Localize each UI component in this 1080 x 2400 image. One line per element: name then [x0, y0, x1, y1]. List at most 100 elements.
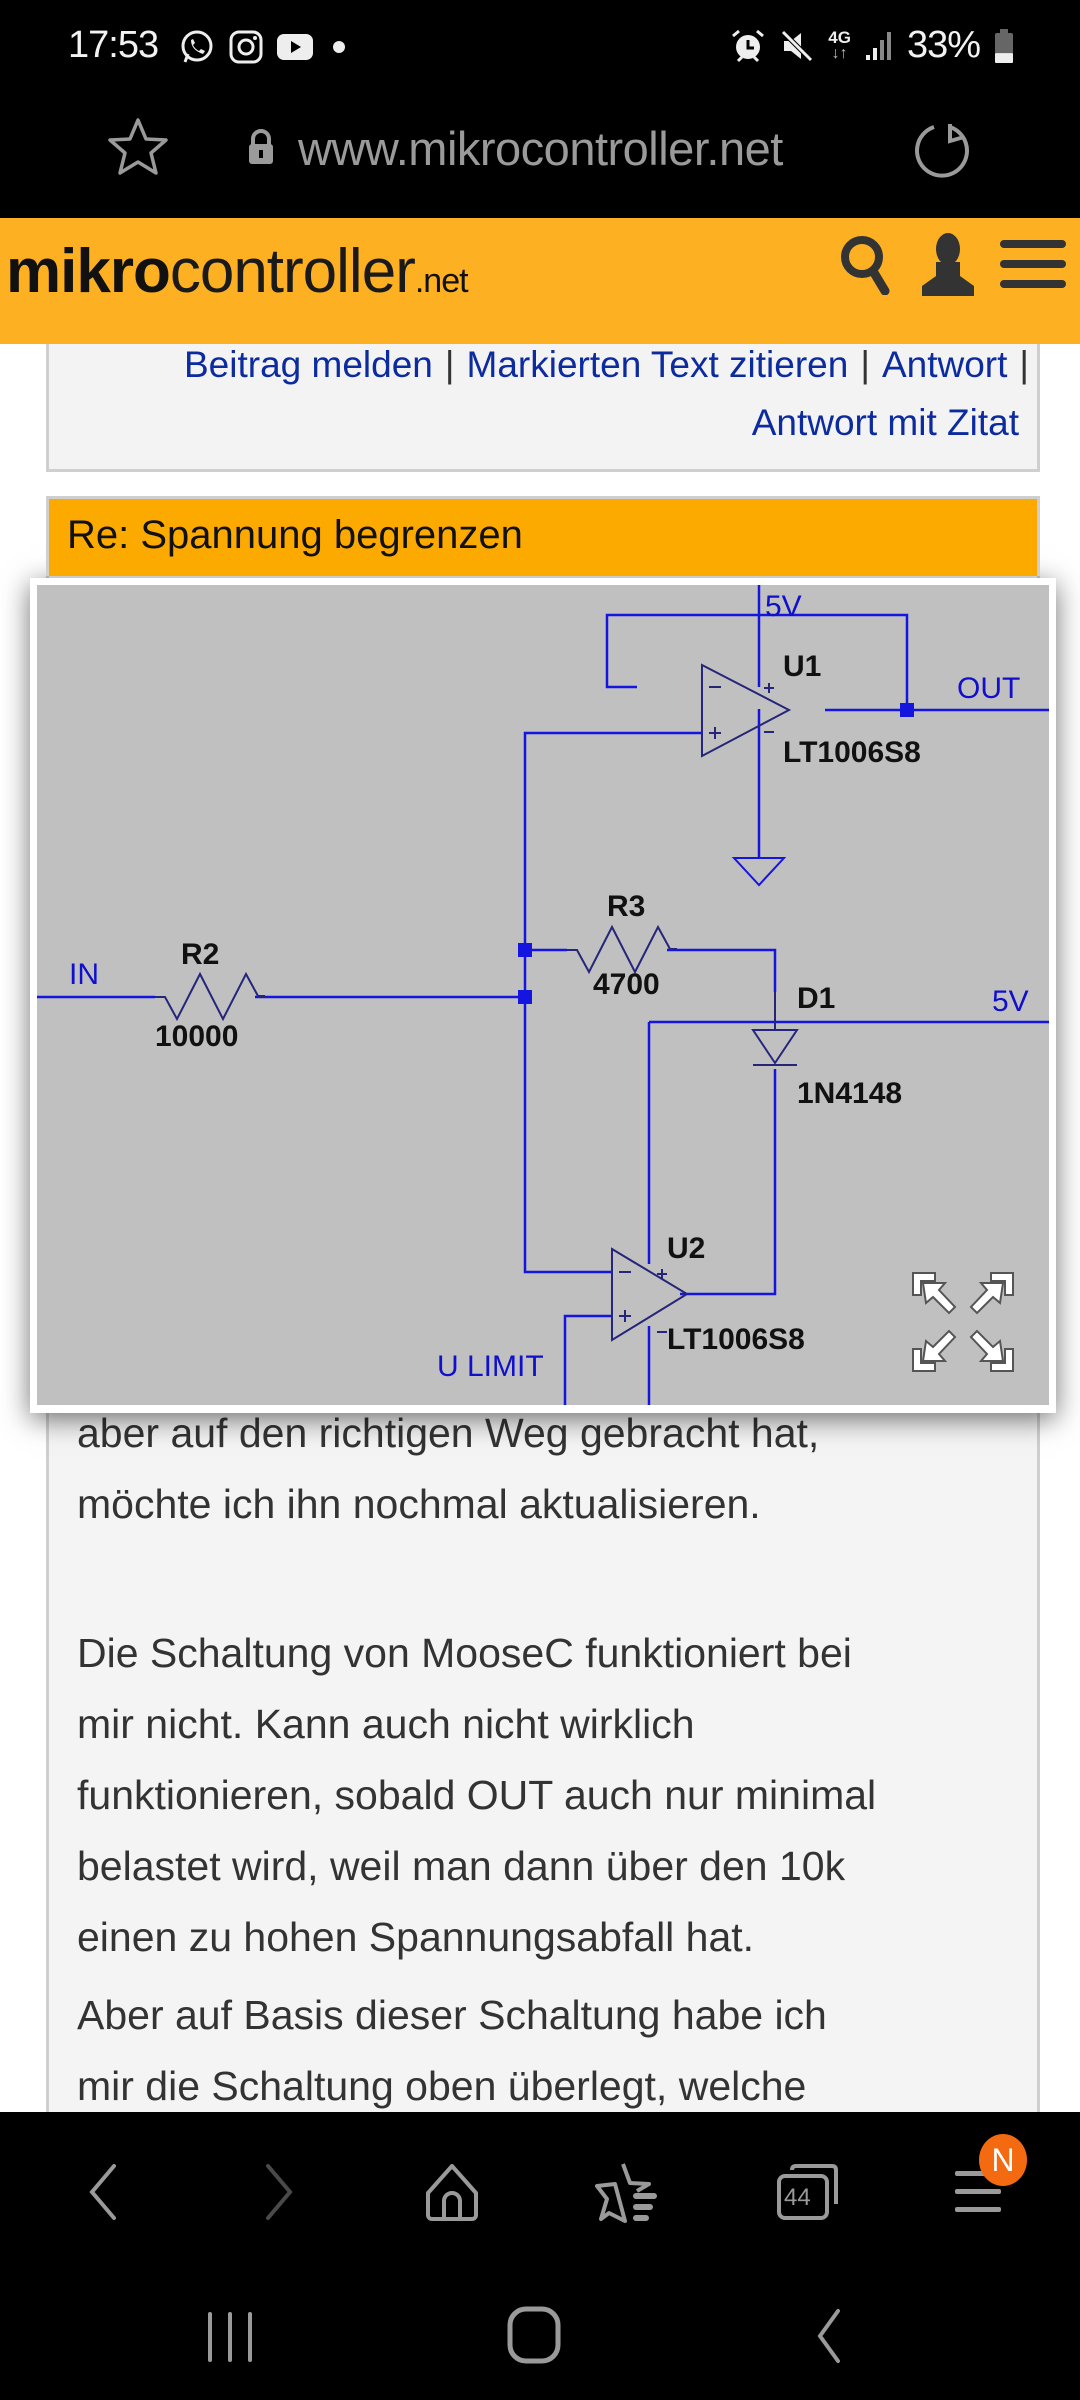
lock-icon: [249, 129, 273, 164]
r2-name: R2: [181, 938, 220, 971]
wire-u1-plus: [523, 731, 702, 950]
wire-u-limit: [563, 1314, 612, 1405]
wire-u1-feedback: [605, 613, 909, 710]
logo-tld: .net: [414, 262, 469, 300]
resistor-r2: [155, 971, 265, 1022]
opamp-u2: [611, 1247, 689, 1342]
header-icons: [838, 232, 1068, 296]
instagram-icon: [229, 30, 263, 64]
whatsapp-icon: [181, 30, 213, 63]
bookmarks-icon: [595, 2163, 657, 2223]
junction-dot: [900, 703, 914, 717]
reload-icon[interactable]: [910, 119, 974, 183]
text-line: mir nicht. Kann auch nicht wirklich: [77, 1701, 695, 1747]
wires: [37, 585, 1049, 1405]
post-actions-box: Beitrag melden | Markierten Text zitieren |…: [46, 344, 1040, 472]
separator: |: [860, 344, 870, 385]
system-nav-bar: [0, 2272, 1080, 2400]
user-icon[interactable]: [920, 232, 976, 296]
browser-toolbar: 44 N: [0, 2112, 1080, 2272]
schematic-image-viewer[interactable]: 5V OUT IN 5V U LIMIT U1 LT1006S8 R2 1000…: [30, 578, 1056, 1413]
tabs-icon: [777, 2164, 838, 2220]
text-line: möchte ich ihn nochmal aktualisieren.: [77, 1481, 761, 1527]
notification-badge: N: [979, 2134, 1027, 2186]
text-line: belastet wird, weil man dann über den 10…: [77, 1843, 846, 1889]
forward-button[interactable]: [240, 2152, 320, 2232]
back-button[interactable]: [62, 2152, 142, 2232]
paragraph-2: Die Schaltung von MooseC funktioniert be…: [77, 1618, 1037, 1973]
net-label-5v-right: 5V: [992, 985, 1029, 1018]
system-home-icon[interactable]: [500, 2306, 568, 2366]
schematic-content: 5V OUT IN 5V U LIMIT U1 LT1006S8 R2 1000…: [37, 585, 1049, 1405]
text-line: Die Schaltung von MooseC funktioniert be…: [77, 1630, 852, 1676]
system-status-icons: 4G ↓↑ 33%: [730, 24, 1014, 67]
text-line: funktionieren, sobald OUT auch nur minim…: [77, 1772, 877, 1818]
u2-name: U2: [667, 1232, 706, 1265]
paragraph-3: Aber auf Basis dieser Schaltung habe ich…: [77, 1980, 1037, 2122]
u1-part: LT1006S8: [783, 736, 921, 769]
r3-value: 4700: [593, 968, 660, 1001]
signal-icon: [865, 31, 891, 60]
net-label-5v-top: 5V: [765, 590, 802, 623]
forward-icon: [266, 2164, 293, 2220]
data-arrows: ↓↑: [831, 44, 848, 62]
tab-count: 44: [784, 2184, 811, 2211]
net-label-u-limit: U LIMIT: [437, 1350, 544, 1383]
reply-link[interactable]: Antwort: [881, 344, 1008, 385]
bookmark-star-icon[interactable]: [106, 117, 170, 177]
schematic-canvas: 5V OUT IN 5V U LIMIT U1 LT1006S8 R2 1000…: [37, 585, 1049, 1405]
tabs-button[interactable]: 44: [768, 2152, 848, 2232]
system-back-icon[interactable]: [808, 2308, 848, 2364]
paragraph-1: aber auf den richtigen Weg gebracht hat,…: [77, 1398, 1037, 1540]
status-bar: 17:53 4G ↓↑ 33%: [0, 0, 1080, 95]
site-header: mikrocontroller.net: [0, 218, 1080, 344]
post-title-bar: Re: Spannung begrenzen: [46, 496, 1040, 576]
search-icon[interactable]: [838, 233, 898, 295]
opamp-u1: [701, 663, 792, 758]
u2-part: LT1006S8: [667, 1323, 805, 1356]
wire-d1-u2out: [680, 1069, 777, 1296]
report-post-link[interactable]: Beitrag melden: [184, 344, 433, 385]
menu-icon[interactable]: [998, 238, 1068, 290]
resistor-r3: [567, 924, 677, 975]
r3-name: R3: [607, 890, 646, 923]
notification-icons: [178, 28, 352, 66]
schematic-drawing: [37, 585, 1049, 1405]
diode-d1: [751, 992, 799, 1066]
dot-icon: [333, 41, 345, 53]
u1-name: U1: [783, 650, 822, 683]
home-icon: [426, 2164, 478, 2221]
separator: |: [1019, 344, 1029, 385]
wire-u2-minus: [523, 950, 612, 1274]
junction-dot: [518, 990, 532, 1004]
site-logo[interactable]: mikrocontroller.net: [6, 236, 469, 307]
ground-symbol-u1: [731, 857, 787, 887]
logo-regular: controller: [169, 237, 416, 306]
youtube-icon: [277, 34, 313, 60]
text-line: mir die Schaltung oben überlegt, welche: [77, 2063, 807, 2109]
recent-apps-icon[interactable]: [200, 2310, 260, 2366]
net-label-in: IN: [69, 958, 99, 991]
battery-icon: [995, 28, 1013, 63]
status-time: 17:53: [68, 24, 159, 66]
url-field[interactable]: www.mikrocontroller.net: [298, 122, 783, 175]
fullscreen-expand-icon[interactable]: [909, 1269, 1017, 1375]
network-type: 4G: [828, 27, 851, 47]
net-label-out: OUT: [957, 672, 1021, 705]
reply-with-quote-link[interactable]: Antwort mit Zitat: [751, 402, 1019, 443]
home-button[interactable]: [412, 2152, 492, 2232]
post-title: Re: Spannung begrenzen: [67, 513, 523, 557]
post-actions-row: Beitrag melden | Markierten Text zitieren |…: [184, 344, 1029, 386]
url-bar: www.mikrocontroller.net: [0, 95, 1080, 218]
back-icon: [89, 2164, 116, 2220]
wire-r3-d1: [667, 948, 777, 992]
quote-selection-link[interactable]: Markierten Text zitieren: [466, 344, 849, 385]
separator: |: [444, 344, 455, 385]
text-line: Aber auf Basis dieser Schaltung habe ich: [77, 1992, 827, 2038]
junction-dot: [518, 943, 532, 957]
bookmarks-button[interactable]: [588, 2152, 668, 2232]
mute-icon: [781, 29, 814, 62]
d1-name: D1: [797, 982, 836, 1015]
battery-percent: 33%: [906, 24, 981, 66]
